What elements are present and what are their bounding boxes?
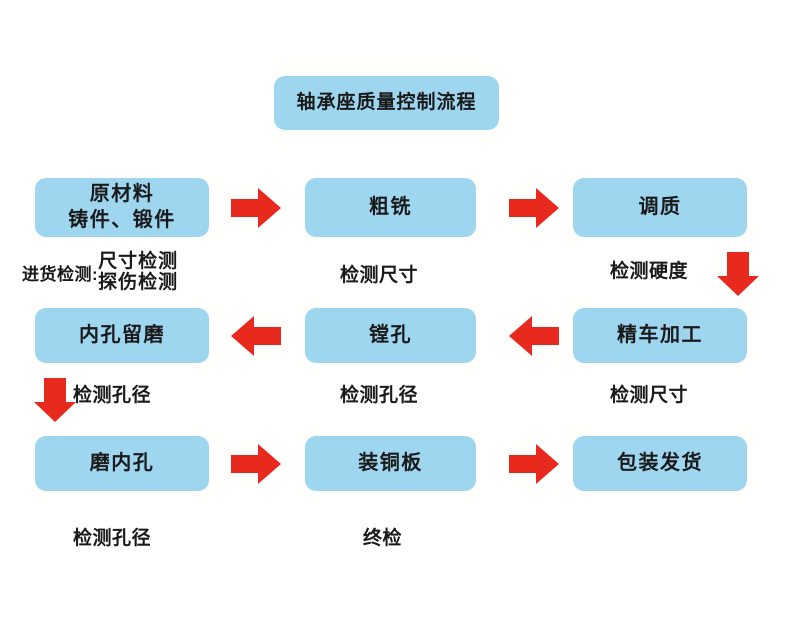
- caption-quench-temper: 检测硬度: [610, 261, 689, 282]
- caption-incoming-inspection: 进货检测: 尺寸检测 探伤检测: [22, 251, 179, 293]
- diagram-title: 轴承座质量控制流程: [296, 91, 477, 113]
- node-install-copper: 装铜板: [305, 436, 476, 491]
- node-fine-turning: 精车加工: [573, 308, 747, 363]
- node-rough-milling-label: 粗铣: [369, 195, 412, 218]
- arrow-down-icon: [34, 378, 76, 422]
- node-rough-milling: 粗铣: [305, 178, 476, 237]
- node-boring-label: 镗孔: [369, 323, 412, 346]
- node-grind-inner-hole: 磨内孔: [35, 436, 209, 491]
- arrow-right-icon: [231, 188, 281, 228]
- arrow-left-icon: [231, 316, 281, 356]
- arrow-down-icon: [717, 252, 759, 296]
- arrow-boring-to-reserve: [231, 315, 281, 357]
- arrow-right-icon: [509, 444, 559, 484]
- caption-install-copper: 终检: [363, 528, 403, 549]
- node-package-ship-label: 包装发货: [617, 451, 703, 474]
- node-raw-material: 原材料 铸件、锻件: [35, 178, 209, 237]
- node-package-ship: 包装发货: [573, 436, 747, 491]
- node-raw-material-label: 原材料 铸件、锻件: [68, 182, 176, 231]
- node-boring: 镗孔: [305, 308, 476, 363]
- caption-rough-milling: 检测尺寸: [340, 265, 419, 286]
- arrow-raw-to-rough: [231, 187, 281, 229]
- node-install-copper-label: 装铜板: [358, 451, 423, 474]
- arrow-rough-to-quench: [509, 187, 559, 229]
- arrow-quench-to-fine: [716, 252, 760, 296]
- caption-fine-turning: 检测尺寸: [610, 385, 689, 406]
- arrow-right-icon: [509, 188, 559, 228]
- arrow-grind-to-copper: [231, 443, 281, 485]
- node-quench-temper: 调质: [573, 178, 747, 237]
- caption-incoming-line1: 尺寸检测: [98, 251, 179, 272]
- arrow-reserve-to-grind: [33, 378, 77, 422]
- node-bore-reserve-grind: 内孔留磨: [35, 308, 209, 363]
- caption-bore-reserve-grind: 检测孔径: [73, 385, 152, 406]
- node-title-box: 轴承座质量控制流程: [274, 76, 499, 130]
- node-fine-turning-label: 精车加工: [617, 323, 703, 346]
- arrow-right-icon: [231, 444, 281, 484]
- caption-incoming-items: 尺寸检测 探伤检测: [98, 251, 179, 293]
- node-quench-temper-label: 调质: [638, 195, 682, 218]
- arrow-left-icon: [509, 316, 559, 356]
- caption-incoming-lead: 进货检测:: [22, 265, 99, 285]
- node-grind-inner-hole-label: 磨内孔: [89, 451, 155, 474]
- arrow-copper-to-package: [509, 443, 559, 485]
- caption-incoming-line2: 探伤检测: [98, 271, 179, 293]
- caption-grind-inner-hole: 检测孔径: [73, 528, 152, 549]
- arrow-fine-to-boring: [509, 315, 559, 357]
- node-bore-reserve-grind-label: 内孔留磨: [79, 323, 165, 346]
- caption-boring: 检测孔径: [340, 385, 419, 406]
